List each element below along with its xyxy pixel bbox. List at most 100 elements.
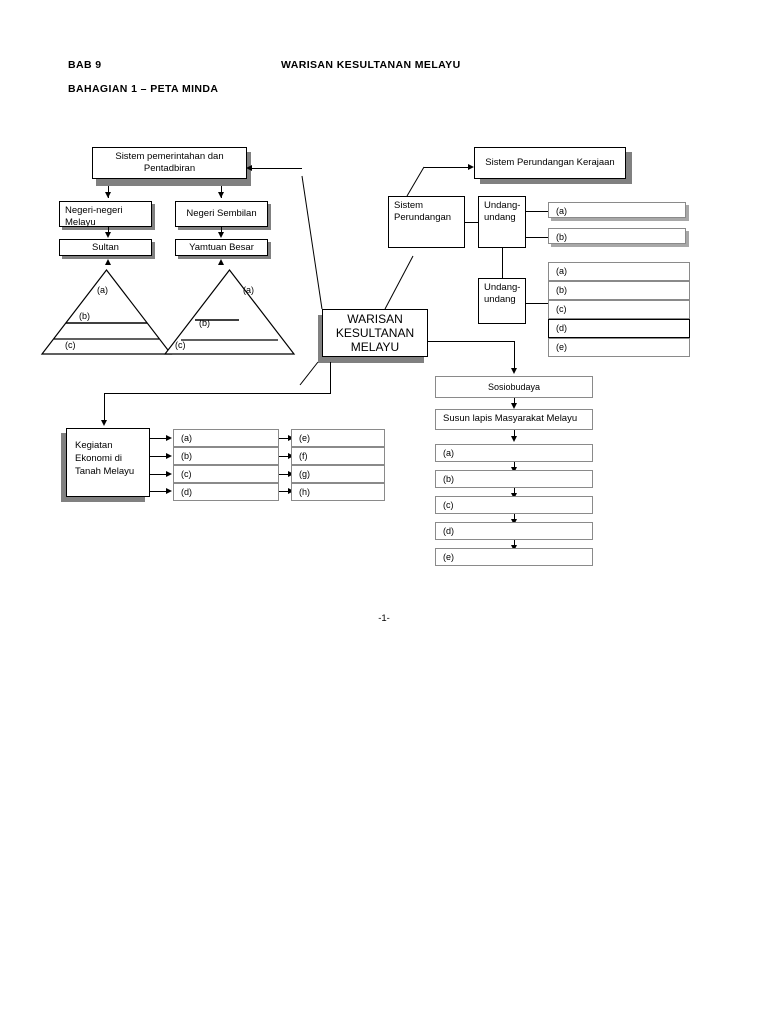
arrow-into-sosiobudaya [511,368,517,374]
warisan-line-1: WARISAN [347,312,403,326]
connector-warisan-sosio-v [514,341,515,370]
warisan-center-box[interactable]: WARISAN KESULTANAN MELAYU [322,309,428,357]
negeri-sembilan-label: Negeri Sembilan [186,208,257,219]
pyramid-right-label-a: (a) [243,285,254,295]
connector-warisan-ekonomi-v2 [104,393,105,423]
connector-col1-col2-f [279,456,294,457]
pyramid-right [163,269,296,355]
connector-col1-col2-h [279,491,294,492]
pyramid-left-label-b: (b) [79,311,90,321]
sosiobudaya-item-a[interactable]: (a) [435,444,593,462]
connector-warisan-sosio-h [428,341,515,342]
pyramid-left [40,269,173,355]
connector-col1-col2-e [279,438,294,439]
negeri-sembilan-box[interactable]: Negeri Sembilan [175,201,268,227]
connector-ekonomi-d [150,491,169,492]
undangA-item-b[interactable]: (b) [548,228,686,244]
connector-sosio-d-e [514,540,515,549]
page-number: -1- [378,613,390,624]
ekonomi-col1-item-b[interactable]: (b) [173,447,279,465]
undangB-item-e[interactable]: (e) [548,338,690,357]
warisan-line-3: MELAYU [350,340,400,354]
negeri-melayu-label: Negeri-negeri Melayu [65,205,123,227]
page-title: WARISAN KESULTANAN MELAYU [281,59,461,71]
connector-ekonomi-c [150,474,169,475]
sistem-pemerintahan-box[interactable]: Sistem pemerintahan dan Pentadbiran [92,147,247,179]
pyramid-right-label-b: (b) [199,318,210,328]
connector-col1-col2-g [279,474,294,475]
ekonomi-col1-item-a[interactable]: (a) [173,429,279,447]
ekonomi-col1-item-d[interactable]: (d) [173,483,279,501]
arrow-into-susun-lapis [511,403,517,409]
connector-susun-item-a [514,430,515,439]
connector-undangA-item-a [526,211,548,212]
undangB-item-a[interactable]: (a) [548,262,690,281]
connector-sosio-c-d [514,514,515,523]
sosiobudaya-item-d[interactable]: (d) [435,522,593,540]
connector-pemerintahan-h [252,168,302,169]
undang-undang-group-a-box[interactable]: Undang-undang [478,196,526,248]
warisan-center-label: WARISAN KESULTANAN MELAYU [323,312,427,354]
connector-undangA-to-undangB [502,248,503,278]
ekonomi-col1-item-c[interactable]: (c) [173,465,279,483]
ekonomi-col2-item-h[interactable]: (h) [291,483,385,501]
arrow-ekonomi-b [166,453,172,459]
arrow-into-pemerintahan [246,165,252,171]
sultan-label: Sultan [92,241,119,253]
section-label: BAHAGIAN 1 – PETA MINDA [68,83,219,95]
undang-undang-group-b-box[interactable]: Undang-undang [478,278,526,324]
perundangan-kerajaan-label: Sistem Perundangan Kerajaan [485,157,615,168]
kegiatan-ekonomi-label: Kegiatan Ekonomi di Tanah Melayu [75,440,135,477]
undang-undang-group-b-label: Undang-undang [484,282,521,305]
connector-undangA-item-b [526,237,548,238]
ekonomi-col2-item-f[interactable]: (f) [291,447,385,465]
arrow-ekonomi-c [166,471,172,477]
arrow-to-yamtuan [218,232,224,238]
yamtuan-label: Yamtuan Besar [189,241,254,253]
connector-perundangan-undangA [465,222,478,223]
sosiobudaya-label: Sosiobudaya [487,381,541,392]
connector-sosio-a-b [514,462,515,471]
susun-lapis-box[interactable]: Susun lapis Masyarakat Melayu [435,409,593,430]
sosiobudaya-item-b[interactable]: (b) [435,470,593,488]
sosiobudaya-item-c[interactable]: (c) [435,496,593,514]
arrow-pyramid-left-up [105,259,111,265]
yamtuan-box[interactable]: Yamtuan Besar [175,239,268,256]
connector-sosio-b-c [514,488,515,497]
sosiobudaya-item-e[interactable]: (e) [435,548,593,566]
connector-ekonomi-b [150,456,169,457]
negeri-melayu-box[interactable]: Negeri-negeri Melayu [59,201,152,227]
arrow-pyramid-right-up [218,259,224,265]
sistem-perundangan-box[interactable]: Sistem Perundangan [388,196,465,248]
undangB-item-d[interactable]: (d) [548,319,690,338]
connector-perundangan-kerajaan-h [424,167,470,168]
sistem-perundangan-label: Sistem Perundangan [394,200,452,223]
arrow-pemerintahan-left [105,192,111,198]
connector-negerimelayu-sultan [108,227,109,235]
arrow-into-kegiatan-ekonomi [101,420,107,426]
undang-undang-group-a-label: Undang-undang [484,200,521,223]
pyramid-left-label-a: (a) [97,285,108,295]
arrow-into-perundangan-kerajaan [468,164,474,170]
pyramid-left-label-c: (c) [65,340,76,350]
warisan-line-2: KESULTANAN [335,326,415,340]
connector-warisan-ekonomi-v1 [330,362,331,394]
connector-warisan-ekonomi-h [104,393,331,394]
arrow-susun-item-a [511,436,517,442]
sistem-pemerintahan-label: Sistem pemerintahan dan Pentadbiran [115,151,224,174]
arrow-to-sultan [105,232,111,238]
undangB-item-c[interactable]: (c) [548,300,690,319]
chapter-label: BAB 9 [68,59,102,71]
sultan-box[interactable]: Sultan [59,239,152,256]
connector-ekonomi-a [150,438,169,439]
kegiatan-ekonomi-box[interactable]: Kegiatan Ekonomi di Tanah Melayu [66,428,150,497]
arrow-pemerintahan-right [218,192,224,198]
undangB-item-b[interactable]: (b) [548,281,690,300]
arrow-ekonomi-d [166,488,172,494]
ekonomi-col2-item-e[interactable]: (e) [291,429,385,447]
ekonomi-col2-item-g[interactable]: (g) [291,465,385,483]
perundangan-kerajaan-box[interactable]: Sistem Perundangan Kerajaan [474,147,626,179]
undangA-item-a[interactable]: (a) [548,202,686,218]
sosiobudaya-box[interactable]: Sosiobudaya [435,376,593,398]
